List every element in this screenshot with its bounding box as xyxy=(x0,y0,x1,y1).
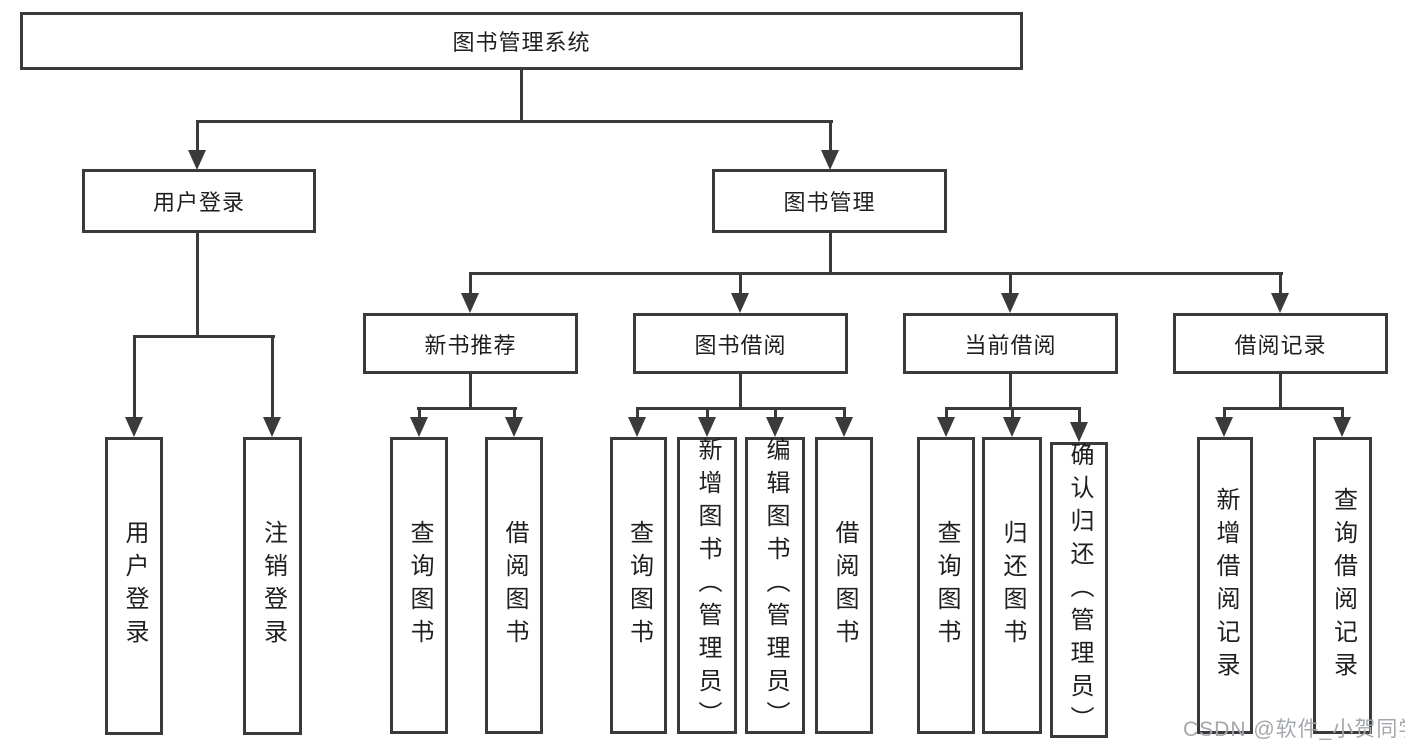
arrow-down-icon xyxy=(1333,417,1351,437)
node-label: 查询图书 xyxy=(625,519,653,652)
watermark: CSDN @软件_小贺同学 xyxy=(1183,718,1405,741)
arrow-down-icon xyxy=(1003,417,1021,437)
node-label: 用户登录 xyxy=(152,190,245,215)
node-current-borrow: 当前借阅 xyxy=(903,313,1118,374)
arrow-down-icon xyxy=(1070,422,1088,442)
connector-line xyxy=(739,272,742,295)
node-label: 图书借阅 xyxy=(694,332,787,358)
arrow-down-icon xyxy=(1271,293,1289,313)
node-label: 用户登录 xyxy=(121,520,148,652)
node-label: 图书管理 xyxy=(783,190,876,215)
node-label: 查询借阅记录 xyxy=(1329,486,1357,685)
node-book-management: 图书管理 xyxy=(712,169,947,233)
node-label: 借阅图书 xyxy=(501,519,528,652)
arrow-down-icon xyxy=(263,417,281,437)
leaf-add-borrow-record: 新增借阅记录 xyxy=(1197,437,1253,734)
arrow-down-icon xyxy=(461,293,479,313)
node-label: 图书管理系统 xyxy=(452,30,591,55)
leaf-query-books-current: 查询图书 xyxy=(917,437,975,734)
leaf-confirm-return-admin: 确认归还（管理员） xyxy=(1050,441,1108,739)
node-label: 新书推荐 xyxy=(424,332,517,358)
connector-line xyxy=(1011,407,1014,419)
connector-line xyxy=(1009,272,1012,295)
connector-bar xyxy=(469,272,1283,275)
connector-bar xyxy=(417,407,517,410)
node-label: 当前借阅 xyxy=(964,332,1057,358)
connector-line xyxy=(513,407,516,419)
leaf-query-books-borrow: 查询图书 xyxy=(610,437,667,734)
node-borrow-records: 借阅记录 xyxy=(1173,313,1388,374)
node-label: 新增图书（管理员） xyxy=(694,437,721,734)
leaf-logout: 注销登录 xyxy=(243,437,302,735)
arrow-down-icon xyxy=(410,417,428,437)
arrow-down-icon xyxy=(766,417,784,437)
leaf-query-borrow-record: 查询借阅记录 xyxy=(1313,437,1372,734)
node-label: 编辑图书（管理员） xyxy=(762,437,789,734)
arrow-down-icon xyxy=(937,417,955,437)
arrow-down-icon xyxy=(505,417,523,437)
arrow-down-icon xyxy=(628,417,646,437)
connector-line xyxy=(829,120,832,152)
connector-bar xyxy=(133,335,275,338)
node-label: 新增借阅记录 xyxy=(1212,486,1239,685)
node-new-book-recommend: 新书推荐 xyxy=(363,313,578,374)
connector-line xyxy=(133,335,136,419)
connector-line xyxy=(196,120,199,152)
node-label: 查询图书 xyxy=(933,519,960,652)
leaf-borrow-books-recommend: 借阅图书 xyxy=(485,437,543,734)
connector-line xyxy=(1078,407,1081,424)
connector-bar xyxy=(196,120,833,123)
node-label: 归还图书 xyxy=(999,519,1026,652)
connector-line xyxy=(196,233,199,338)
connector-line xyxy=(636,407,639,419)
arrow-down-icon xyxy=(1215,417,1233,437)
node-book-borrow: 图书借阅 xyxy=(633,313,848,374)
arrow-down-icon xyxy=(821,150,839,170)
connector-line xyxy=(829,233,832,275)
connector-line xyxy=(520,68,523,123)
arrow-down-icon xyxy=(125,417,143,437)
connector-line xyxy=(945,407,948,419)
leaf-user-login: 用户登录 xyxy=(105,437,163,735)
connector-line xyxy=(1341,407,1344,419)
connector-line xyxy=(774,407,777,419)
connector-line xyxy=(1279,272,1282,295)
leaf-edit-book-admin: 编辑图书（管理员） xyxy=(745,437,805,734)
node-label: 查询图书 xyxy=(406,519,433,652)
leaf-add-book-admin: 新增图书（管理员） xyxy=(677,437,737,734)
connector-line xyxy=(469,373,472,410)
node-label: 借阅图书 xyxy=(831,519,858,652)
connector-line xyxy=(706,407,709,419)
connector-bar xyxy=(1223,407,1344,410)
leaf-query-books-recommend: 查询图书 xyxy=(390,437,448,734)
connector-line xyxy=(1009,373,1012,410)
arrow-down-icon xyxy=(188,150,206,170)
node-root: 图书管理系统 xyxy=(20,12,1023,70)
leaf-borrow-books: 借阅图书 xyxy=(815,437,873,734)
connector-line xyxy=(739,373,742,410)
connector-line xyxy=(469,272,472,295)
connector-line xyxy=(1223,407,1226,419)
connector-line xyxy=(843,407,846,419)
arrow-down-icon xyxy=(731,293,749,313)
arrow-down-icon xyxy=(1001,293,1019,313)
node-label: 确认归还（管理员） xyxy=(1066,441,1093,739)
connector-bar xyxy=(636,407,846,410)
arrow-down-icon xyxy=(698,417,716,437)
arrow-down-icon xyxy=(835,417,853,437)
leaf-return-books: 归还图书 xyxy=(982,437,1042,734)
node-label: 借阅记录 xyxy=(1234,332,1327,358)
connector-line xyxy=(271,335,274,419)
node-label: 注销登录 xyxy=(259,520,287,652)
connector-line xyxy=(418,407,421,419)
node-user-login: 用户登录 xyxy=(82,169,316,233)
connector-line xyxy=(1279,373,1282,410)
